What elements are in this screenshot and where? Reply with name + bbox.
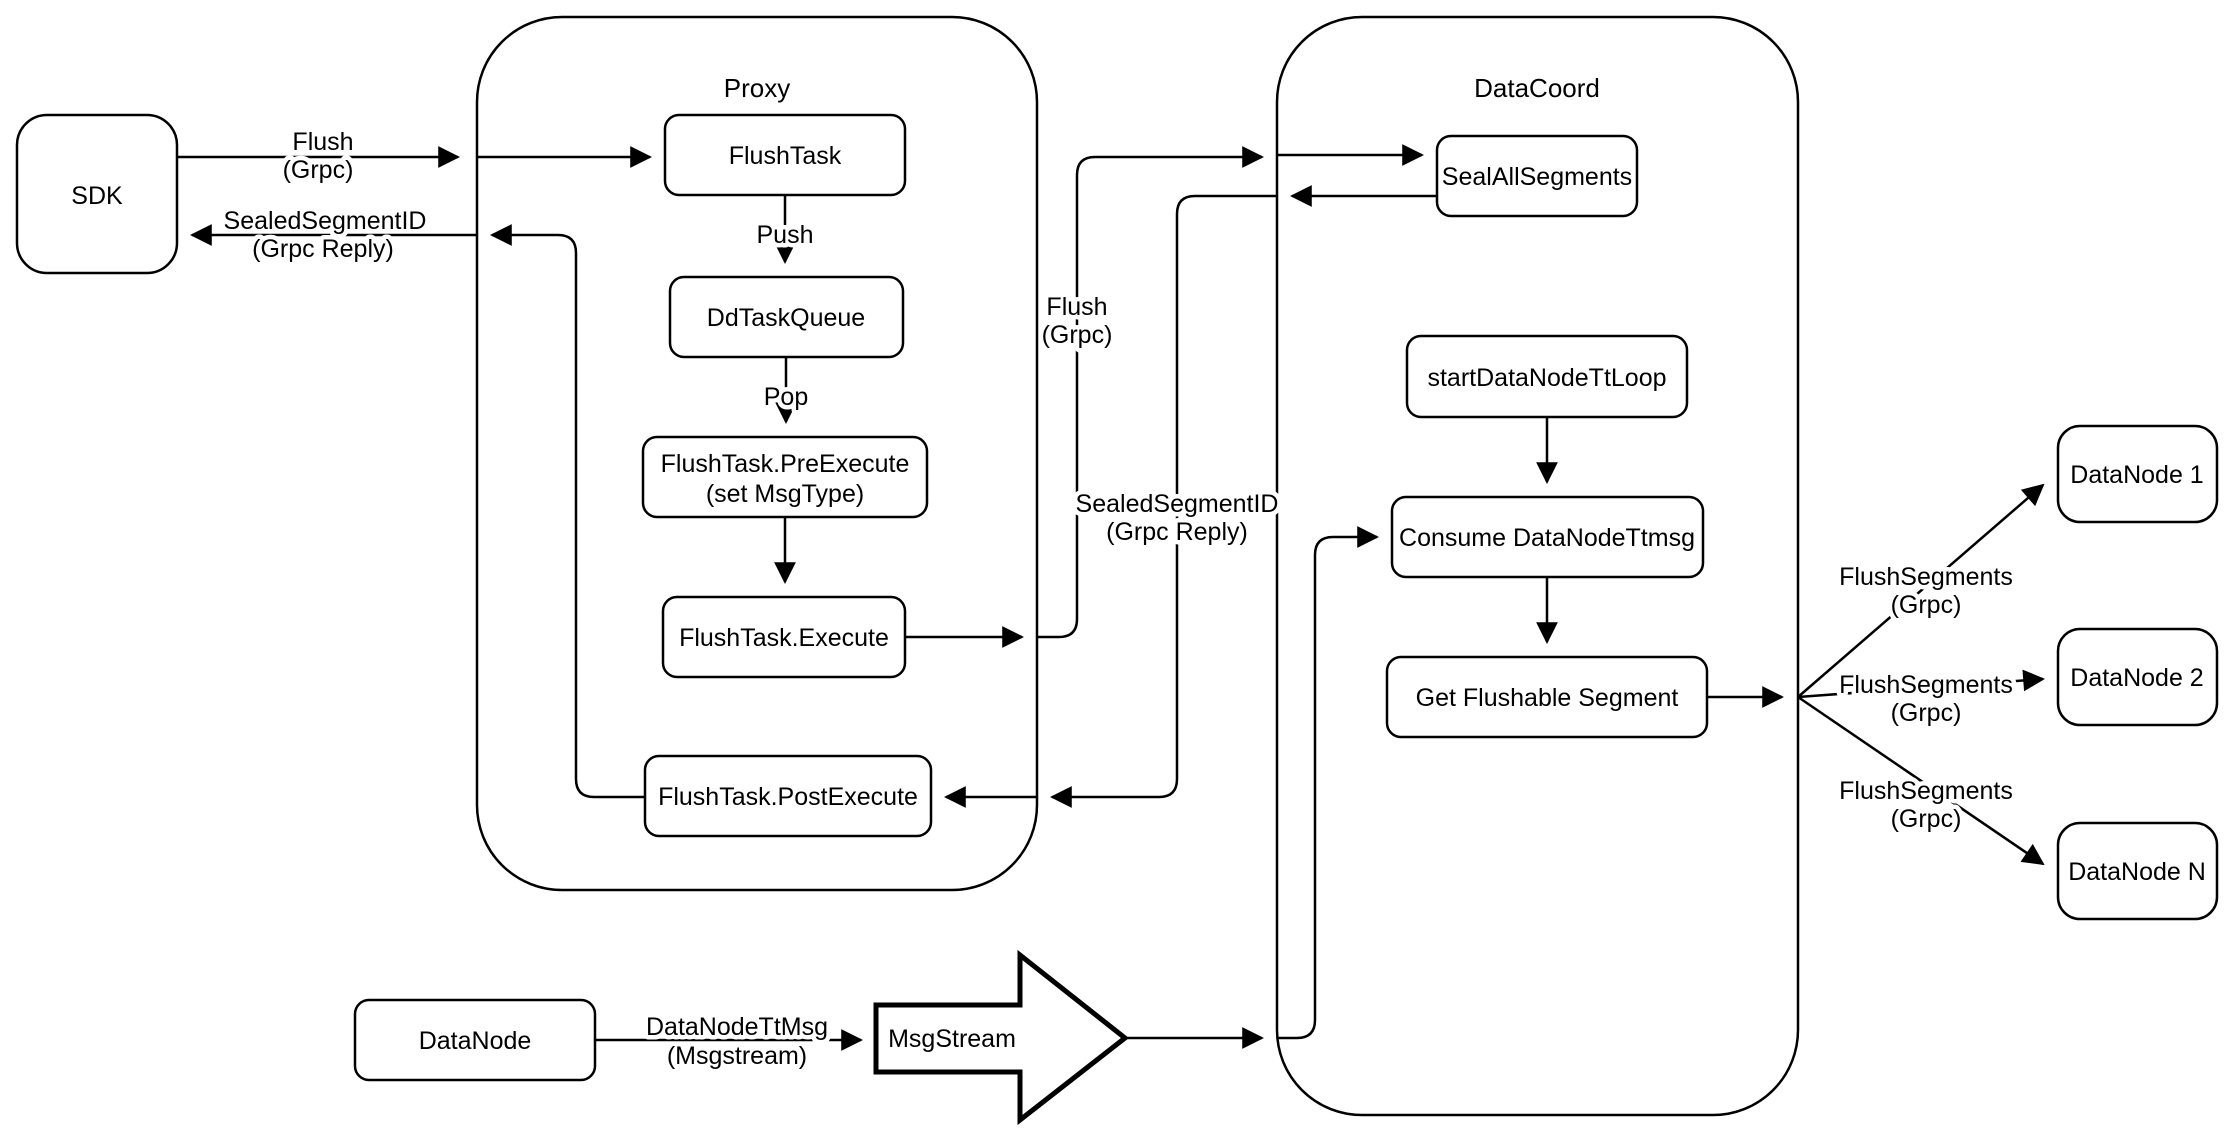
node-startdatanodettloop-label: startDataNodeTtLoop	[1427, 364, 1666, 392]
node-datanode2	[2056, 627, 2219, 727]
edge-label-flushsegments-2-sub: (Grpc)	[1891, 699, 1962, 727]
edge-fan-to-datanoden	[1797, 695, 2045, 866]
node-msgstream	[873, 949, 1130, 1126]
node-msgstream-label: MsgStream	[888, 1025, 1016, 1053]
node-consumedatanodettmsg-label: Consume DataNodeTtmsg	[1399, 524, 1695, 552]
edge-label-flush-sdk-sub: (Grpc)	[283, 156, 354, 184]
node-execute	[661, 595, 907, 679]
edge-label-flush-sdk: Flush	[292, 128, 353, 156]
node-getflushablesegment-label: Get Flushable Segment	[1416, 684, 1679, 712]
node-sdk-label: SDK	[71, 182, 123, 210]
node-datanode	[353, 998, 597, 1082]
edge-label-sealed-sdk: SealedSegmentID	[224, 207, 427, 235]
edge-postexecute-to-border	[490, 224, 645, 799]
node-getflushablesegment	[1385, 655, 1709, 739]
edge-label-flush-mid: Flush	[1046, 293, 1107, 321]
edge-label-datanodettmsg: DataNodeTtMsg	[646, 1013, 828, 1041]
node-preexecute-label: FlushTask.PreExecute	[661, 450, 910, 478]
node-datanode2-label: DataNode 2	[2070, 664, 2203, 692]
node-datanode1-label: DataNode 1	[2070, 461, 2203, 489]
node-datanoden-label: DataNode N	[2068, 858, 2206, 886]
edge-fan-to-datanode2	[1797, 669, 2045, 699]
node-datanode-label: DataNode	[419, 1027, 532, 1055]
node-sealallsegments	[1435, 134, 1639, 218]
node-flushtask-label: FlushTask	[729, 142, 842, 170]
node-datanoden	[2056, 821, 2219, 921]
node-sealallsegments-label: SealAllSegments	[1442, 163, 1632, 191]
node-execute-label: FlushTask.Execute	[679, 624, 889, 652]
edge-label-flushsegments-2: FlushSegments	[1839, 671, 2013, 699]
datacoord-title: DataCoord	[1474, 73, 1600, 103]
node-preexecute-sublabel: (set MsgType)	[706, 480, 864, 508]
node-preexecute	[641, 435, 929, 519]
node-startdatanodettloop	[1405, 334, 1689, 419]
edge-label-pop: Pop	[764, 383, 808, 411]
edge-label-sealed-mid-sub: (Grpc Reply)	[1106, 518, 1248, 546]
edge-label-flushsegments-1-sub: (Grpc)	[1891, 591, 1962, 619]
node-datanode1	[2056, 424, 2219, 524]
edge-label-flushsegments-3-sub: (Grpc)	[1891, 805, 1962, 833]
node-postexecute-label: FlushTask.PostExecute	[658, 783, 918, 811]
edge-label-sealed-sdk-sub: (Grpc Reply)	[252, 235, 394, 263]
edge-reply-to-proxy-border	[1050, 194, 1277, 808]
edge-msgstream-to-consume	[1277, 526, 1379, 1040]
edge-flush-to-datacoord	[1037, 146, 1264, 639]
proxy-title: Proxy	[724, 73, 790, 103]
node-flushtask	[663, 113, 907, 197]
edge-label-datanodettmsg-sub: (Msgstream)	[667, 1042, 807, 1070]
edge-label-flushsegments-1: FlushSegments	[1839, 563, 2013, 591]
edge-label-push: Push	[757, 221, 814, 249]
edge-label-sealed-mid: SealedSegmentID	[1076, 490, 1279, 518]
proxy-container	[475, 15, 1039, 892]
node-sdk	[15, 113, 179, 275]
edge-fan-to-datanode1	[1797, 483, 2045, 698]
edge-label-flushsegments-3: FlushSegments	[1839, 777, 2013, 805]
node-ddtaskqueue-label: DdTaskQueue	[707, 304, 865, 332]
node-ddtaskqueue	[668, 275, 905, 359]
node-postexecute	[643, 754, 933, 838]
datacoord-container	[1275, 15, 1800, 1117]
node-consumedatanodettmsg	[1390, 495, 1705, 579]
edge-label-flush-mid-sub: (Grpc)	[1042, 321, 1113, 349]
